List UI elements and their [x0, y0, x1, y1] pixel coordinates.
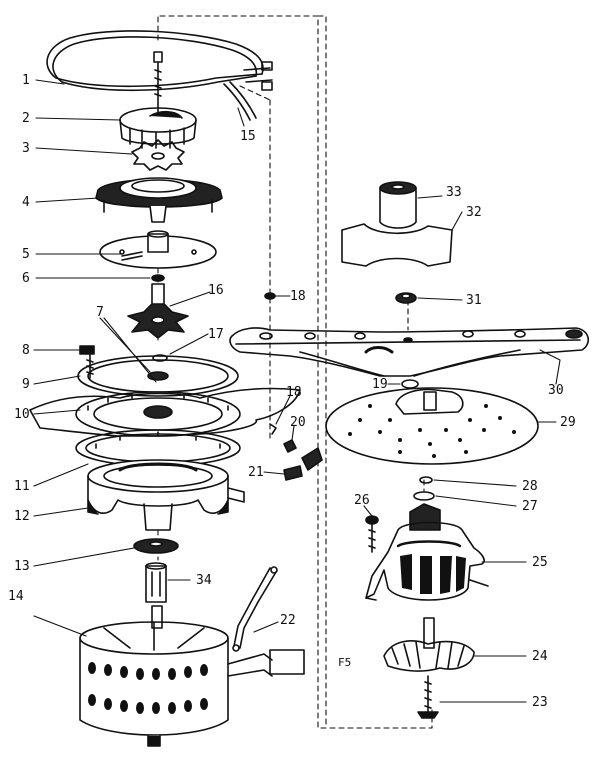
part-27-washer [413, 491, 435, 501]
callout-6: 6 [22, 271, 30, 286]
callout-22: 22 [280, 613, 296, 628]
part-28-washer [419, 476, 433, 484]
part-18-clip-upper [264, 292, 276, 300]
callout-31: 31 [466, 293, 482, 308]
part-25-pump-housing [365, 503, 489, 601]
part-14-motor [79, 605, 305, 747]
part-8-bolt [79, 345, 95, 379]
part-33-bushing [379, 181, 417, 229]
part-21-fitting [283, 465, 303, 481]
part-18-clip-lower [269, 423, 277, 435]
part-20-hose-clamp [283, 439, 323, 471]
callout-23: 23 [532, 695, 548, 710]
part-34-coupling [145, 562, 167, 603]
part-32-gasket [341, 223, 453, 267]
part-16-impeller [127, 283, 189, 339]
callout-8: 8 [22, 343, 30, 358]
callout-4: 4 [22, 195, 30, 210]
callout-18-upper: 18 [290, 289, 306, 304]
drawing-code: F5 [338, 656, 352, 669]
callout-5: 5 [22, 247, 30, 262]
part-26-screw [365, 515, 379, 553]
part-17-nut [152, 354, 168, 362]
part-29-filter-disc [325, 387, 539, 465]
callout-11: 11 [14, 479, 30, 494]
callout-28: 28 [522, 479, 538, 494]
part-22-wires [232, 566, 278, 652]
part-1-heating-element [46, 30, 273, 92]
part-2-spray-hub [119, 107, 197, 149]
part-9-gasket [77, 355, 239, 397]
callout-29: 29 [560, 415, 576, 430]
callout-33: 33 [446, 185, 462, 200]
callout-18-lower: 18 [286, 385, 302, 400]
part-13-seal [133, 538, 179, 554]
part-31-nut [395, 292, 417, 304]
callout-34: 34 [196, 573, 212, 588]
part-30-spray-arm [229, 327, 589, 377]
part-3-gear [131, 139, 185, 171]
callout-15: 15 [240, 129, 256, 144]
callout-12: 12 [14, 509, 30, 524]
callout-17: 17 [208, 327, 224, 342]
callout-1: 1 [22, 73, 30, 88]
part-4-housing-cover [95, 177, 223, 223]
part-6-washer [151, 274, 165, 282]
assembly-guide-lines [157, 15, 433, 729]
callout-30: 30 [548, 383, 564, 398]
callout-13: 13 [14, 559, 30, 574]
callout-24: 24 [532, 649, 548, 664]
callout-9: 9 [22, 377, 30, 392]
part-19-washer [401, 379, 419, 389]
callout-2: 2 [22, 111, 30, 126]
part-2-bolt [153, 51, 163, 113]
part-23-screw [417, 675, 439, 719]
callout-10: 10 [14, 407, 30, 422]
callout-3: 3 [22, 141, 30, 156]
callout-26: 26 [354, 493, 370, 508]
callout-7: 7 [96, 305, 104, 320]
callout-16: 16 [208, 283, 224, 298]
part-5-plate [99, 230, 217, 269]
leader-lines [33, 79, 561, 703]
part-24-chopper [383, 617, 475, 672]
callout-20: 20 [290, 415, 306, 430]
callout-21: 21 [248, 465, 264, 480]
callout-27: 27 [522, 499, 538, 514]
part-15-lead [223, 81, 257, 121]
callout-32: 32 [466, 205, 482, 220]
callout-25: 25 [532, 555, 548, 570]
part-12-pump-body [87, 459, 245, 531]
callout-19: 19 [372, 377, 388, 392]
callout-14: 14 [8, 589, 24, 604]
